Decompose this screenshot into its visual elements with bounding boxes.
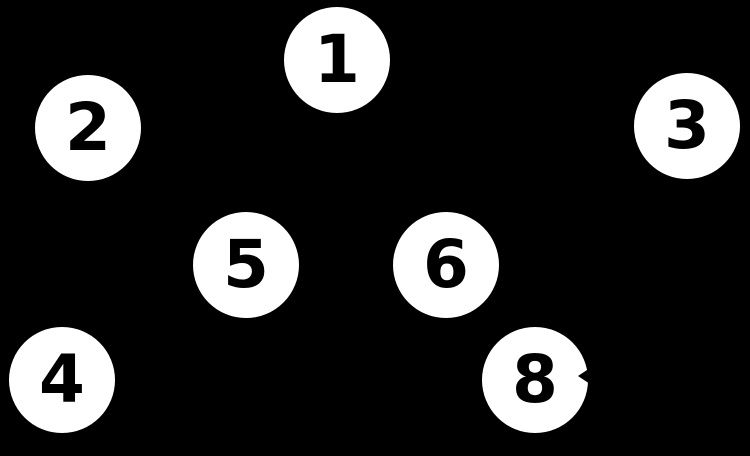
graph-node-1: 1 [284,7,390,113]
graph-node-2: 2 [35,75,141,181]
graph-node-3: 3 [634,73,740,179]
graph-node-label: 4 [39,341,85,418]
graph-node-label: 3 [664,87,710,164]
graph-node-label: 2 [65,89,111,166]
graph-node-label: 6 [423,226,469,303]
graph-node-label: 8 [512,341,558,418]
graph-node-8: 8 [482,327,588,433]
graph-node-6: 6 [393,212,499,318]
graph-node-label: 5 [223,226,269,303]
graph-node-label: 1 [314,21,360,98]
graph-node-5: 5 [193,212,299,318]
graph-node-4: 4 [9,327,115,433]
